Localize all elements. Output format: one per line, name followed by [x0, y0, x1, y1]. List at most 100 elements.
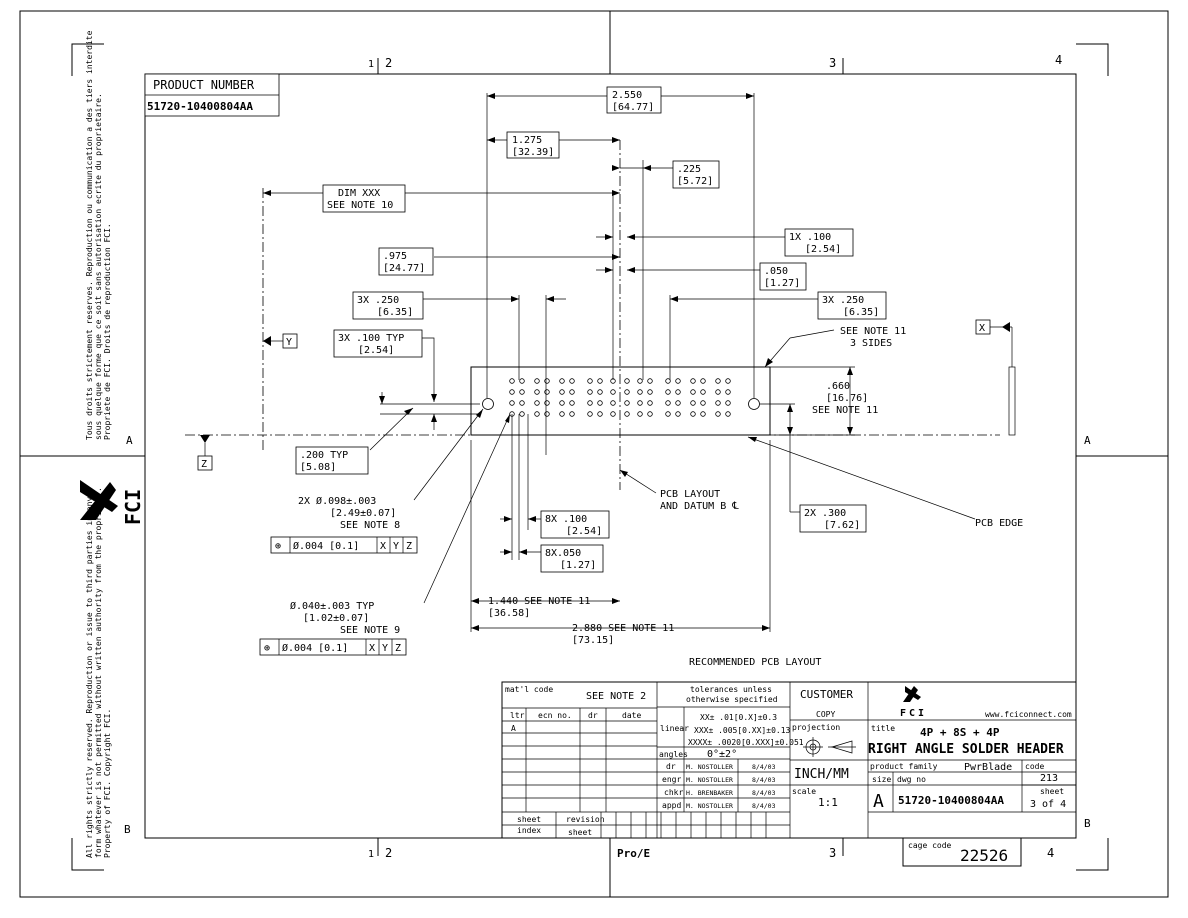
pcb-hole	[675, 411, 681, 417]
pcb-hole	[725, 389, 731, 395]
pcb-hole	[725, 411, 731, 417]
pro-e-label: Pro/E	[617, 847, 650, 860]
sheet-index-line1: sheet	[517, 815, 541, 824]
hole-callout-1-mm: [2.49±0.07]	[330, 508, 396, 519]
dim-050-in: .050	[764, 266, 788, 277]
sheet-small-label: sheet	[568, 828, 592, 837]
size-value: A	[873, 791, 884, 812]
pcb-edge-label: PCB EDGE	[975, 518, 1023, 529]
pcb-hole	[725, 400, 731, 406]
pcb-hole	[597, 411, 603, 417]
fci-title-logo: FCI	[900, 686, 924, 719]
pcb-hole	[559, 378, 565, 384]
pcb-layout-label: PCB LAYOUT	[660, 489, 720, 500]
svg-text:FCI: FCI	[121, 489, 145, 525]
product-family-value: PwrBlade	[964, 762, 1012, 773]
cage-code-label: cage code	[908, 841, 952, 850]
cage-code-value: 22526	[960, 846, 1008, 865]
dim-975-mm: [24.77]	[383, 263, 425, 274]
dim-3x250-right-in: 3X .250	[822, 295, 864, 306]
dim-225-mm: [5.72]	[677, 176, 713, 187]
french-rights-notice: Tous droits strictement reserves. Reprod…	[85, 30, 112, 440]
pcb-hole	[665, 378, 671, 384]
dim-200-in: .200 TYP	[300, 450, 348, 461]
pcb-hole	[597, 400, 603, 406]
dim-1x100-mm: [2.54]	[805, 244, 841, 255]
linear-tol-1: XX± .01[0.X]±0.3	[700, 713, 777, 722]
see-note-2: SEE NOTE 2	[586, 691, 646, 702]
rev-header-ltr: ltr	[510, 711, 525, 720]
pcb-hole	[647, 400, 653, 406]
pcb-hole	[534, 411, 540, 417]
pcb-hole	[597, 378, 603, 384]
dim-8x100-in: 8X .100	[545, 514, 587, 525]
dim-1440-in: 1.440 SEE NOTE 11	[488, 596, 590, 607]
pcb-hole	[647, 411, 653, 417]
linear-label: linear	[660, 724, 689, 733]
dim-2550-mm: [64.77]	[612, 102, 654, 113]
code-value: 213	[1040, 773, 1058, 784]
pcb-hole	[559, 400, 565, 406]
website: www.fciconnect.com	[985, 710, 1072, 719]
svg-text:X: X	[369, 643, 375, 654]
pcb-hole	[519, 389, 525, 395]
pcb-hole	[637, 389, 643, 395]
dwg-no-value: 51720-10400804AA	[898, 794, 1004, 807]
dim-200-mm: [5.08]	[300, 462, 336, 473]
pcb-hole	[569, 411, 575, 417]
pcb-hole	[597, 389, 603, 395]
hole-callout-2-note: SEE NOTE 9	[340, 625, 400, 636]
dim-975-in: .975	[383, 251, 407, 262]
pcb-hole	[675, 389, 681, 395]
rev-header-dr: dr	[588, 711, 598, 720]
revision-label: revision	[566, 815, 605, 824]
pcb-hole	[610, 411, 616, 417]
dim-xxx-label: DIM XXX	[338, 188, 380, 199]
code-label: code	[1025, 762, 1044, 771]
pcb-hole	[624, 389, 630, 395]
svg-text:Z: Z	[395, 643, 401, 654]
dim-xxx-note: SEE NOTE 10	[327, 200, 393, 211]
pcb-hole	[569, 400, 575, 406]
pcb-hole	[690, 400, 696, 406]
pcb-hole	[637, 400, 643, 406]
pcb-hole	[690, 378, 696, 384]
units-label: INCH/MM	[794, 767, 849, 782]
datum-z-label: Z	[201, 459, 207, 470]
svg-text:⊕: ⊕	[264, 643, 270, 654]
pcb-hole	[569, 389, 575, 395]
pcb-hole	[544, 378, 550, 384]
dim-3x250-left-mm: [6.35]	[377, 307, 413, 318]
pcb-hole	[587, 411, 593, 417]
pcb-hole	[509, 400, 515, 406]
matl-code-label: mat'l code	[505, 685, 553, 694]
person-name-3: M. NOSTOLLER	[686, 802, 733, 810]
product-number-value: 51720-10400804AA	[147, 100, 253, 113]
fcf-2: ⊕ Ø.004 [0.1] X Y Z	[259, 638, 407, 656]
mounting-hole-right	[748, 398, 760, 410]
person-role-1: engr	[662, 775, 681, 784]
scale-value: 1:1	[818, 796, 838, 809]
linear-tol-3: XXXX± .0020[0.XXX]±0.051	[688, 738, 804, 747]
svg-text:⊕: ⊕	[275, 541, 281, 552]
person-date-0: 8/4/03	[752, 763, 776, 771]
person-date-3: 8/4/03	[752, 802, 776, 810]
pcb-hole	[544, 400, 550, 406]
title-label: title	[871, 724, 895, 733]
svg-text:form whatever is not permitted: form whatever is not permitted without w…	[94, 487, 103, 858]
zone-bottom-3: 3	[829, 846, 836, 860]
scale-label: scale	[792, 787, 816, 796]
fcf-1: ⊕ Ø.004 [0.1] X Y Z	[270, 536, 418, 554]
dim-3x250-left-in: 3X .250	[357, 295, 399, 306]
pcb-hole	[700, 389, 706, 395]
copy-label: COPY	[816, 710, 835, 719]
dim-8x100-mm: [2.54]	[566, 526, 602, 537]
dim-050-mm: [1.27]	[764, 278, 800, 289]
pcb-hole	[700, 411, 706, 417]
svg-text:Tous droits strictement reserv: Tous droits strictement reserves. Reprod…	[85, 30, 94, 440]
dim-225-in: .225	[677, 164, 701, 175]
zone-bottom-2: 2	[385, 846, 392, 860]
dim-2x300-mm: [7.62]	[824, 520, 860, 531]
pcb-hole	[519, 378, 525, 384]
